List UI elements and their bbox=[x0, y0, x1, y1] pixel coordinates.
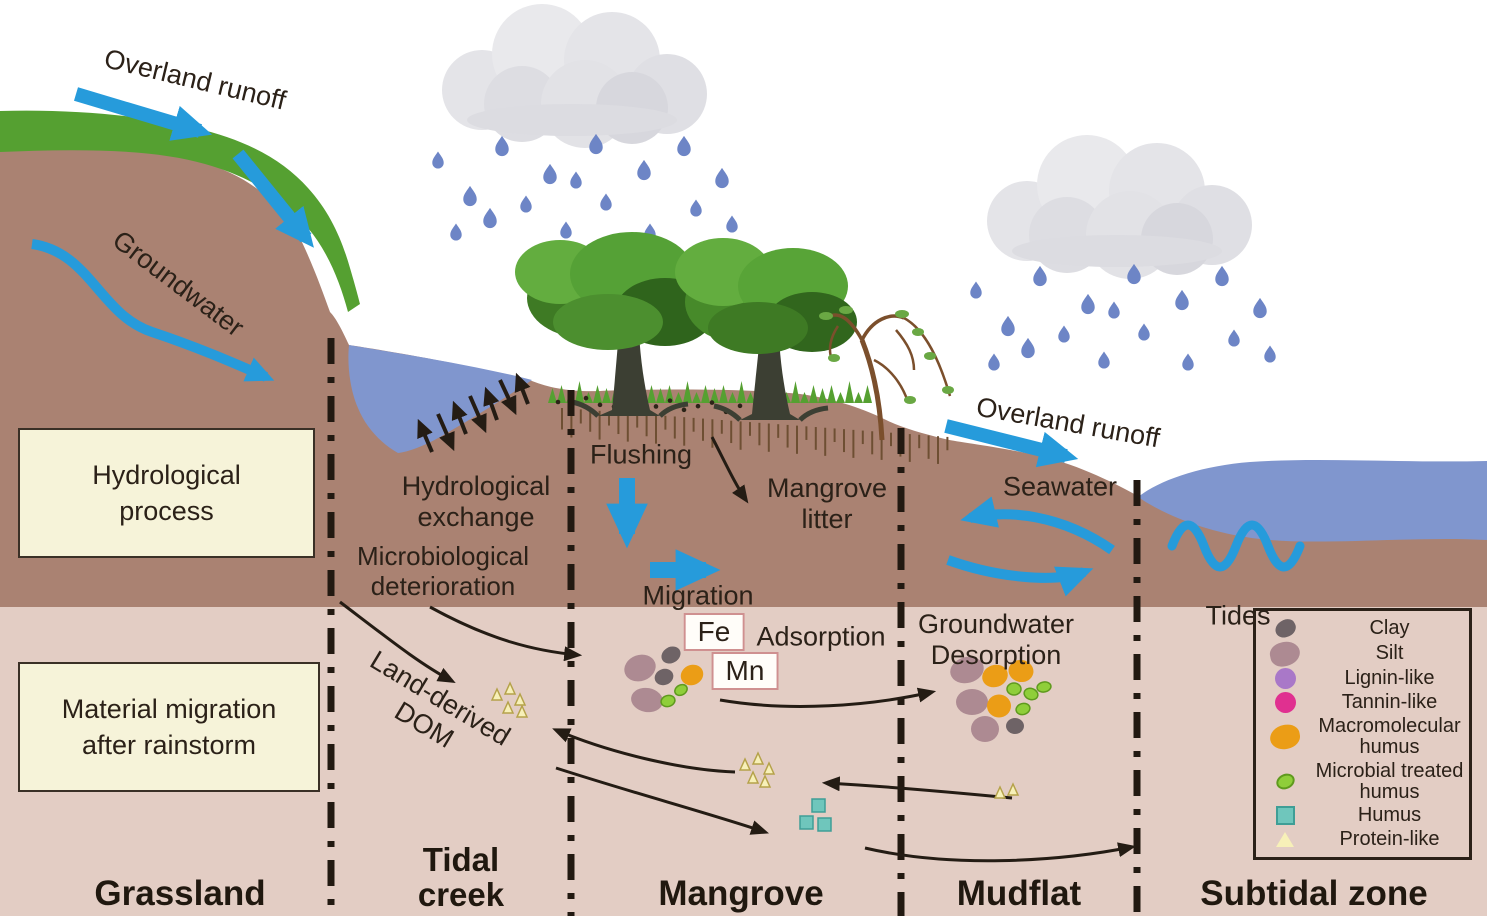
zone-label-tidal-creek: Tidal creek bbox=[417, 841, 505, 913]
tides-label: Tides bbox=[1205, 600, 1271, 631]
hydrological-exchange-label: Hydrological exchange bbox=[401, 470, 551, 532]
overland-runoff-arrow-1 bbox=[73, 87, 213, 141]
tidal-creek-water bbox=[348, 345, 532, 453]
adsorption-label: Adsorption bbox=[756, 621, 886, 652]
protein-symbol-icon bbox=[1276, 832, 1294, 848]
legend-item-protein: Protein-like bbox=[1258, 829, 1467, 850]
microbial-humus-symbol-icon bbox=[1273, 770, 1297, 793]
zone-label-mudflat: Mudflat bbox=[956, 873, 1082, 913]
grass-cap bbox=[0, 110, 360, 313]
material-migration-arrows bbox=[339, 436, 1137, 863]
marsh-grass bbox=[548, 381, 872, 403]
groundwater-arrow bbox=[31, 239, 275, 382]
zone-label-subtidal-zone: Subtidal zone bbox=[1200, 873, 1428, 913]
litter-arrow bbox=[710, 436, 749, 504]
mangrove-litter-label: Mangrove litter bbox=[766, 472, 888, 534]
legend-label: Humus bbox=[1357, 804, 1422, 827]
fe-box: Fe bbox=[683, 613, 745, 651]
lignin-symbol-icon bbox=[1274, 668, 1296, 690]
macro-humus-symbol-icon bbox=[1268, 722, 1302, 752]
rain-cloud-left bbox=[442, 4, 707, 148]
tides-wave bbox=[1167, 520, 1305, 572]
legend-item-tannin: Tannin-like bbox=[1258, 691, 1467, 714]
legend-label: Microbial treated humus bbox=[1315, 759, 1464, 803]
hydrological-process-box: Hydrological process bbox=[18, 428, 315, 558]
dying-tree-leaves bbox=[819, 306, 954, 404]
terrain bbox=[0, 148, 1487, 607]
legend-item-lignin: Lignin-like bbox=[1258, 667, 1467, 690]
legend-label: Macromolecular humus bbox=[1318, 714, 1461, 758]
blue-flow-arrows bbox=[31, 87, 1305, 597]
legend-item-silt: Silt bbox=[1258, 638, 1467, 669]
legend-label: Lignin-like bbox=[1344, 667, 1435, 690]
humus-squares bbox=[799, 798, 832, 832]
material-migration-box: Material migration after rainstorm bbox=[18, 662, 320, 792]
mn-box: Mn bbox=[711, 652, 779, 690]
zone-dividers bbox=[327, 338, 1141, 916]
legend-item-humus: Humus bbox=[1258, 805, 1467, 826]
migration-label: Migration bbox=[642, 580, 754, 611]
flushing-label: Flushing bbox=[589, 439, 693, 470]
protein-like-triangles bbox=[490, 681, 1020, 799]
zone-label-mangrove: Mangrove bbox=[658, 873, 824, 913]
rain-drops-right bbox=[970, 263, 1276, 371]
hydrological-exchange-arrows bbox=[417, 372, 531, 453]
humus-symbol-icon bbox=[1275, 806, 1295, 826]
tannin-symbol-icon bbox=[1274, 692, 1296, 714]
legend-item-macro-humus: Macromolecular humus bbox=[1258, 714, 1467, 758]
rain-drops-left bbox=[432, 133, 738, 241]
legend-item-microbial-humus: Microbial treated humus bbox=[1258, 759, 1467, 803]
clay-symbol-icon bbox=[1271, 616, 1299, 641]
legend-label: Clay bbox=[1369, 616, 1410, 639]
silt-symbol-icon bbox=[1267, 638, 1303, 669]
legend-label: Silt bbox=[1375, 642, 1404, 665]
mangrove-trees bbox=[515, 232, 954, 441]
legend-label: Tannin-like bbox=[1341, 691, 1438, 714]
sea-water bbox=[1138, 459, 1487, 542]
microbiological-deterioration-label: Microbiological deterioration bbox=[357, 541, 529, 601]
groundwater-desorption-arrow-out bbox=[946, 555, 1094, 597]
overland-runoff-right-arrow bbox=[944, 419, 1079, 468]
particle-cluster-mudflat bbox=[950, 656, 1052, 742]
seawater-arrow-in bbox=[960, 496, 1115, 555]
legend-label: Protein-like bbox=[1339, 828, 1440, 851]
zone-label-grassland: Grassland bbox=[94, 873, 266, 913]
legend-item-clay: Clay bbox=[1258, 616, 1467, 641]
mangrove-litter-lines bbox=[561, 408, 949, 464]
seawater-label: Seawater bbox=[1002, 471, 1118, 502]
groundwater-desorption-label: Groundwater Desorption bbox=[917, 608, 1075, 670]
rain-cloud-right bbox=[987, 135, 1252, 279]
particle-cluster-mangrove bbox=[624, 646, 704, 713]
overland-runoff-arrow-2 bbox=[232, 149, 314, 248]
